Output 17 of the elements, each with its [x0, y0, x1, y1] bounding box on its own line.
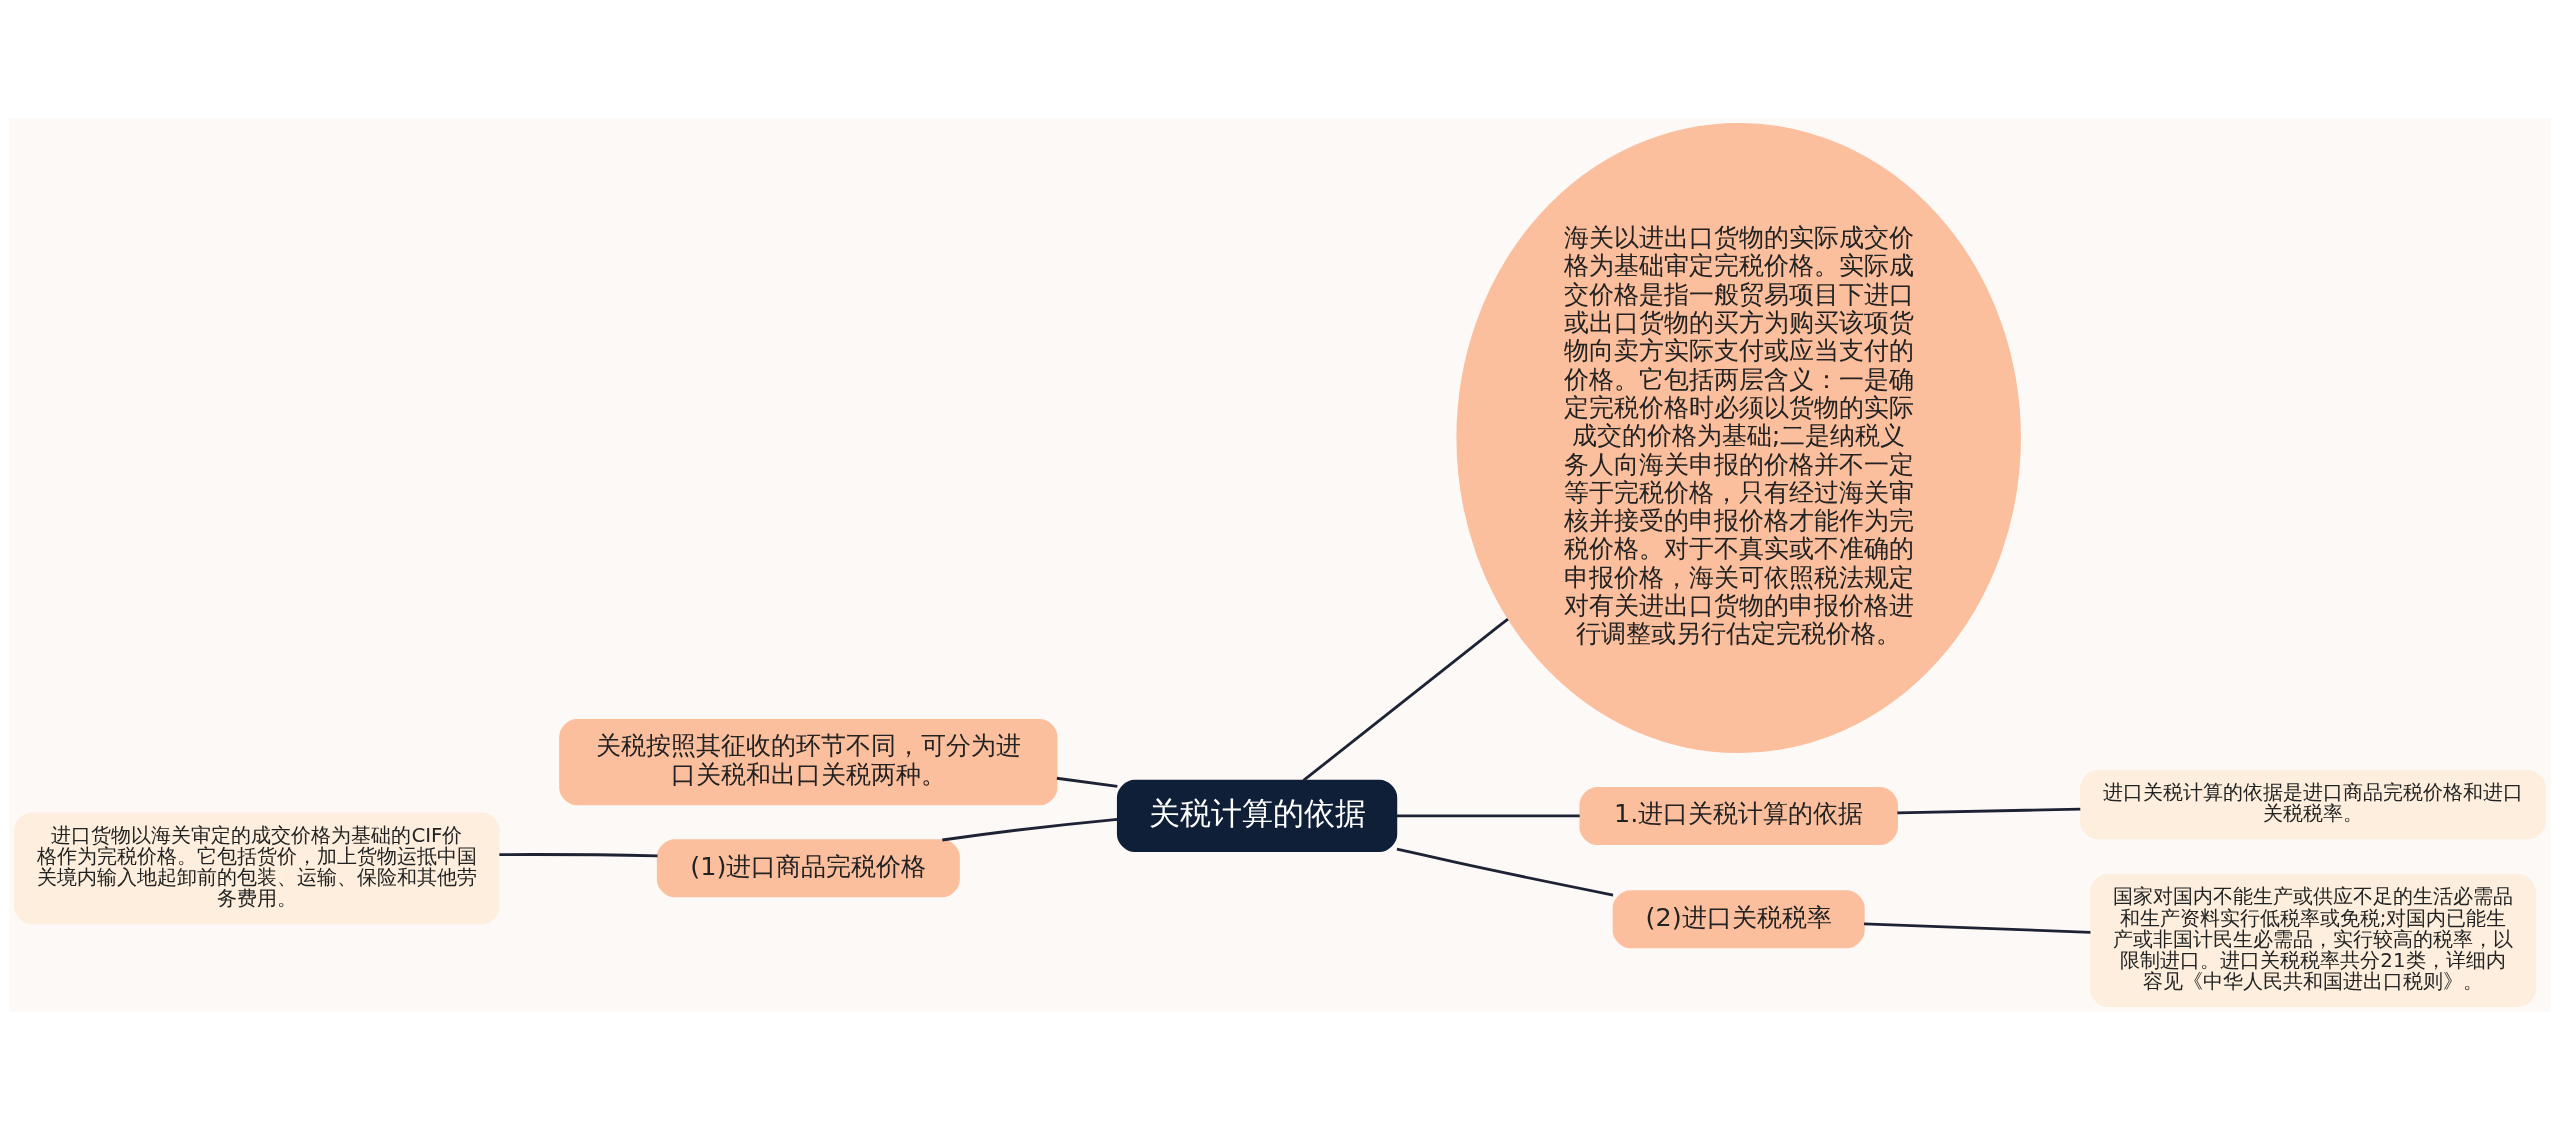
- node-box: 1.进口关税计算的依据: [1579, 786, 1898, 845]
- node-box: 关税计算的依据: [1116, 779, 1398, 853]
- connector: [1396, 814, 1580, 818]
- node-box: (2)进口关税税率: [1612, 890, 1865, 949]
- node-box: 国家对国内不能生产或供应不足的生活必需品和生产资料实行低税率或免税;对国内已能生产或非国计民生必需品，实行较高的税率，以限制进口。进口关税税率共分21类，详细内容见《中华人民共和国进出口税则》。: [2090, 874, 2536, 1008]
- connector: [1056, 776, 1118, 788]
- node-box: 进口关税计算的依据是进口商品完税价格和进口关税税率。: [2080, 769, 2546, 840]
- connector: [1897, 807, 2081, 815]
- node-box: 关税按照其征收的环节不同，可分为进口关税和出口关税两种。: [559, 718, 1058, 806]
- connector: [1864, 922, 2091, 934]
- connector: [1396, 847, 1614, 897]
- node-ellipse: 海关以进出口货物的实际成交价格为基础审定完税价格。实际成交价格是指一般贸易项目下进口或出口货物的买方为购买该项货物向卖方实际支付或应当支付的价格。它包括两层含义：一是确定完税价格时必须以货物的实际成交的价格为基础;二是纳税义务人向海关申报的价格并不一定等于完税价格，只有经过海关审核并接受的申报价格才能作为完税价格。对于不真实或不准确的申报价格，海关可依照税法规定对有关进出口货物的申报价格进行调整或另行估定完税价格。: [1456, 122, 2021, 754]
- node-box: 进口货物以海关审定的成交价格为基础的CIF价格作为完税价格。它包括货价，加上货物运抵中国关境内输入地起卸前的包装、运输、保险和其他劳务费用。: [14, 812, 500, 925]
- node-box: (1)进口商品完税价格: [656, 839, 960, 898]
- connector: [942, 817, 1118, 842]
- connector: [1302, 617, 1509, 782]
- connector: [499, 853, 658, 858]
